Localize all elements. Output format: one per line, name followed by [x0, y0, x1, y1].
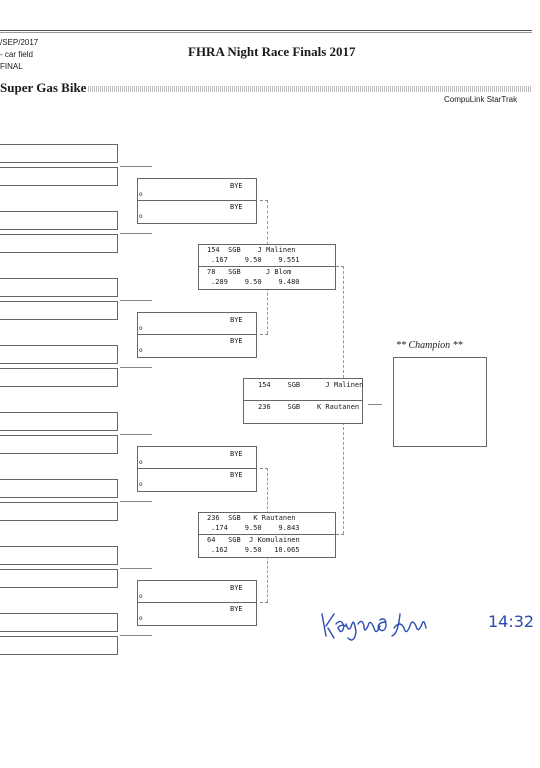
bye-label: BYE [230, 337, 243, 345]
software-name: CompuLink StarTrak [444, 95, 518, 104]
connector [260, 602, 268, 603]
round1-slot [0, 211, 118, 230]
round1-slot [0, 412, 118, 431]
connector [120, 233, 152, 234]
connector [120, 434, 152, 435]
round1-slot [0, 479, 118, 498]
connector [120, 635, 152, 636]
lane-marker: o [139, 191, 143, 198]
lane-marker: o [139, 325, 143, 332]
connector [368, 404, 382, 405]
round1-slot [0, 278, 118, 297]
round1-slot [0, 234, 118, 253]
connector [267, 556, 268, 602]
finalist-entry: 154 SGB J Malinen [258, 381, 364, 389]
round1-slot [0, 546, 118, 565]
semifinal-matchup: 154 SGB J Malinen .167 9.50 9.551 78 SGB… [198, 244, 336, 290]
connector [267, 200, 268, 250]
field-size: - car field [0, 50, 33, 59]
champion-label: ** Champion ** [396, 340, 463, 351]
connector [120, 568, 152, 569]
round1-slot [0, 345, 118, 364]
round1-slot [0, 613, 118, 632]
racer-entry: 78 SGB J Blom [207, 268, 292, 276]
class-title: Super Gas Bike [0, 80, 87, 95]
round1-slot [0, 435, 118, 454]
bye-label: BYE [230, 182, 243, 190]
lane-marker: o [139, 481, 143, 488]
racer-times: .174 9.50 9.843 [211, 524, 300, 532]
bye-label: BYE [230, 450, 243, 458]
lane-marker: o [139, 459, 143, 466]
racer-times: .167 9.50 9.551 [211, 256, 300, 264]
connector [120, 367, 152, 368]
connector [343, 266, 344, 378]
bye-label: BYE [230, 316, 243, 324]
final-matchup: 154 SGB J Malinen 236 SGB K Rautanen [243, 378, 363, 424]
connector [120, 300, 152, 301]
bye-label: BYE [230, 471, 243, 479]
lane-marker: o [139, 593, 143, 600]
lane-marker: o [139, 347, 143, 354]
round1-slot [0, 368, 118, 387]
lane-marker: o [139, 213, 143, 220]
semifinal-matchup: 236 SGB K Rautanen .174 9.50 9.843 64 SG… [198, 512, 336, 558]
round2-matchup: BYE BYE o o [137, 312, 257, 358]
racer-times: .162 9.50 10.065 [211, 546, 300, 554]
racer-times: .289 9.50 9.480 [211, 278, 300, 286]
round1-slot [0, 636, 118, 655]
racer-entry: 236 SGB K Rautanen [207, 514, 296, 522]
round-name: FINAL [0, 62, 23, 71]
finalist-entry: 236 SGB K Rautanen [258, 403, 360, 411]
page-title: FHRA Night Race Finals 2017 [188, 44, 356, 59]
round2-matchup: BYE BYE o o [137, 580, 257, 626]
header-rule-secondary [0, 32, 532, 33]
racer-entry: 154 SGB J Malinen [207, 246, 296, 254]
connector [343, 422, 344, 534]
handwritten-signature [321, 613, 427, 641]
champion-box [393, 357, 487, 447]
connector [260, 468, 268, 469]
event-date: /SEP/2017 [0, 38, 39, 47]
bye-label: BYE [230, 203, 243, 211]
connector [260, 200, 268, 201]
racer-entry: 64 SGB J Komulainen [207, 536, 300, 544]
connector [120, 166, 152, 167]
round1-slot [0, 301, 118, 320]
lane-marker: o [139, 615, 143, 622]
round1-slot [0, 144, 118, 163]
connector [336, 534, 344, 535]
round2-matchup: BYE BYE o o [137, 446, 257, 492]
connector [267, 288, 268, 334]
round1-slot [0, 502, 118, 521]
bye-label: BYE [230, 605, 243, 613]
connector [336, 266, 344, 267]
header-rule [0, 30, 532, 31]
connector [120, 501, 152, 502]
round2-matchup: BYE BYE o o [137, 178, 257, 224]
connector [267, 468, 268, 514]
title-hatch-bar [88, 86, 532, 92]
round1-slot [0, 569, 118, 588]
round1-slot [0, 167, 118, 186]
connector [260, 334, 268, 335]
signature-time: 14:32 [488, 612, 535, 631]
bye-label: BYE [230, 584, 243, 592]
